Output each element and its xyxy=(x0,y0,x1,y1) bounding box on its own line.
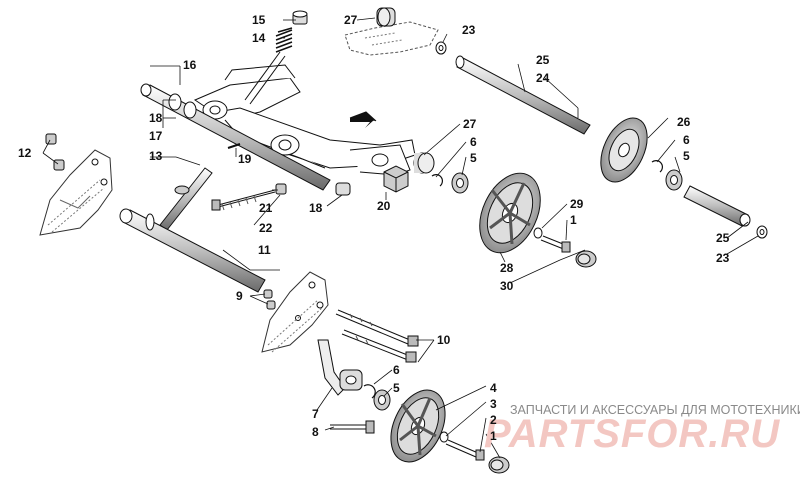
bolt-8 xyxy=(330,420,375,434)
wheel-fasteners-lower xyxy=(439,431,510,474)
callout-14: 14 xyxy=(252,31,266,45)
spring-assembly xyxy=(275,10,308,53)
callout-5-lower: 5 xyxy=(393,381,400,395)
pin-19 xyxy=(227,143,241,149)
callout-23-bottom: 23 xyxy=(716,251,730,265)
upper-pivot-shaft xyxy=(140,83,331,191)
rear-axle-assembly xyxy=(376,7,768,239)
callout-8: 8 xyxy=(312,425,319,439)
callout-6-middle: 6 xyxy=(470,135,477,149)
callout-28: 28 xyxy=(500,261,514,275)
idler-wheel-lower xyxy=(390,389,446,463)
callout-27-middle: 27 xyxy=(463,117,477,131)
callout-2: 2 xyxy=(490,413,497,427)
callout-25-bottom: 25 xyxy=(716,231,730,245)
callout-30: 30 xyxy=(500,279,514,293)
direction-arrow xyxy=(350,112,374,128)
callout-20: 20 xyxy=(377,199,391,213)
callout-12: 12 xyxy=(18,146,32,160)
callout-23-top: 23 xyxy=(462,23,476,37)
callout-27-top: 27 xyxy=(344,13,358,27)
bolt-22 xyxy=(211,183,287,211)
callout-1-lower: 1 xyxy=(490,429,497,443)
callout-24: 24 xyxy=(536,71,550,85)
callout-26: 26 xyxy=(677,115,691,129)
drawing-layer xyxy=(39,7,768,474)
callout-9: 9 xyxy=(236,289,243,303)
middle-wheel-assembly xyxy=(413,152,597,268)
callout-21: 21 xyxy=(259,201,273,215)
watermark-caption: ЗАПЧАСТИ И АКСЕССУАРЫ ДЛЯ МОТОТЕХНИКИ xyxy=(510,403,800,417)
callout-18-upper: 18 xyxy=(149,111,163,125)
bushing-18 xyxy=(335,182,351,196)
callout-1-middle: 1 xyxy=(570,213,577,227)
callout-5-right: 5 xyxy=(683,149,690,163)
callout-15: 15 xyxy=(252,13,266,27)
shock-rod xyxy=(159,167,213,231)
callout-10: 10 xyxy=(437,333,451,347)
frame-section-top xyxy=(344,21,439,56)
callout-numbers: 15 14 16 18 17 13 19 12 21 22 18 20 11 9… xyxy=(18,13,730,443)
leader-lines xyxy=(42,17,759,459)
lower-cross-shaft xyxy=(119,208,266,293)
swing-arm xyxy=(193,51,416,176)
frame-bracket-left xyxy=(39,149,113,236)
nuts-12 xyxy=(45,133,65,171)
callout-16: 16 xyxy=(183,58,197,72)
watermark-logo: PARTSFOR.RU xyxy=(484,412,780,456)
block-20 xyxy=(383,165,409,193)
frame-bracket-lower xyxy=(261,271,329,353)
watermark: ЗАПЧАСТИ И АКСЕССУАРЫ ДЛЯ МОТОТЕХНИКИ PA… xyxy=(484,403,800,456)
ring-bearing-lower xyxy=(363,384,391,411)
callout-6-lower: 6 xyxy=(393,363,400,377)
callout-17: 17 xyxy=(149,129,163,143)
callout-25-top: 25 xyxy=(536,53,550,67)
bolts-10 xyxy=(335,309,419,363)
callout-7: 7 xyxy=(312,407,319,421)
callout-18-lower: 18 xyxy=(309,201,323,215)
callout-6-right: 6 xyxy=(683,133,690,147)
callout-11: 11 xyxy=(258,243,271,257)
callout-22: 22 xyxy=(259,221,273,235)
callout-13: 13 xyxy=(149,149,163,163)
callout-29: 29 xyxy=(570,197,584,211)
idler-bracket-7 xyxy=(317,339,363,396)
nuts-9 xyxy=(263,289,276,310)
callout-4: 4 xyxy=(490,381,497,395)
callout-5-middle: 5 xyxy=(470,151,477,165)
callout-19: 19 xyxy=(238,152,252,166)
callout-3: 3 xyxy=(490,397,497,411)
